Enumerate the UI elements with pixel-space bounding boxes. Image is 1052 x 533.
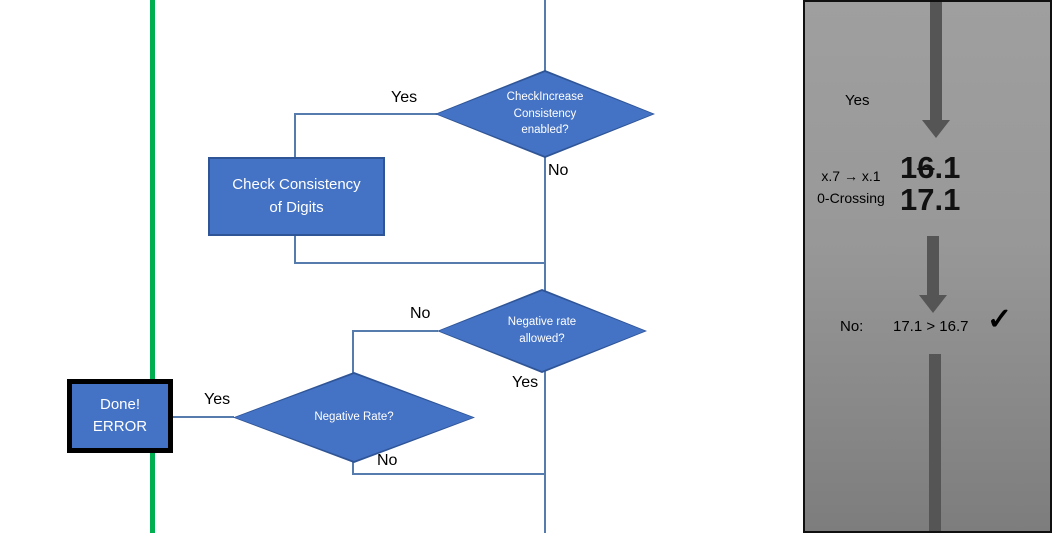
connector-consistency-out-h [294,262,546,264]
down-arrow-3-shaft [929,354,941,531]
conversion-line-1: x.7 → x.1 [821,168,881,184]
branch-label-no-negative-rate: No [377,452,398,469]
connector-negrate-no-v [352,462,354,475]
down-arrow-2-head [919,295,947,313]
decision-negative-rate: Negative Rate? [233,372,475,463]
annotation-panel: Yes x.7 → x.1 0-Crossing 16.1 17.1 No: 1… [803,0,1052,533]
value-comparison-numbers: 16.1 17.1 [900,152,960,216]
branch-label-yes-negative-rate: Yes [204,391,231,408]
node-text-line: CheckIncrease [506,90,584,103]
node-text-line: Consistency [513,107,577,120]
connector-yes-to-consistency-v [294,113,296,158]
checkmark-icon: ✓ [987,303,1013,336]
node-text-line: ERROR [92,418,148,435]
node-text-line: allowed? [519,333,565,345]
connector-main-vertical [544,0,546,533]
decision-negative-rate-allowed: Negative rate allowed? [437,289,647,373]
old-value: 16.1 [900,150,961,185]
down-arrow-1-shaft [930,2,942,121]
struck-digit: 6 [917,150,935,185]
down-arrow-1-head [922,120,950,138]
node-text-line: enabled? [521,124,569,137]
connector-consistency-out-v [294,236,296,264]
panel-yes-label: Yes [845,92,870,109]
result-comparison: 17.1 > 16.7 [893,318,969,335]
terminator-done-error: Done! ERROR [67,379,173,453]
process-check-consistency: Check Consistency of Digits [208,157,385,236]
decision-checkincrease-consistency: CheckIncrease Consistency enabled? [435,70,655,158]
branch-label-yes-checkincrease: Yes [391,89,418,106]
result-no-label: No: [840,318,864,335]
connector-no-to-negative-rate-v [352,330,354,374]
branch-label-yes-negative-rate-allowed: Yes [512,374,539,391]
connector-yes-to-consistency-h [294,113,437,115]
decision-negative-rate-text: Negative Rate? [233,372,475,463]
node-text-line: Done! [99,395,141,413]
node-text-line: Negative Rate? [314,411,394,424]
node-text-line: Check Consistency [232,176,361,193]
decision-checkincrease-text: CheckIncrease Consistency enabled? [435,70,655,158]
conversion-line-2: 0-Crossing [817,190,885,207]
decision-negative-rate-allowed-text: Negative rate allowed? [437,289,647,373]
node-text-line: Negative rate [507,316,577,329]
branch-label-no-checkincrease: No [548,162,569,179]
new-value: 17.1 [900,182,961,217]
branch-label-no-negative-rate-allowed: No [410,305,431,322]
green-divider-line [150,0,155,533]
conversion-note: x.7 → x.1 0-Crossing [805,165,897,210]
connector-yes-to-done-h [171,416,234,418]
node-text-line: of Digits [269,198,324,216]
connector-no-to-negative-rate-h [352,330,438,332]
down-arrow-2-shaft [927,236,939,296]
connector-negrate-no-h [352,473,546,475]
